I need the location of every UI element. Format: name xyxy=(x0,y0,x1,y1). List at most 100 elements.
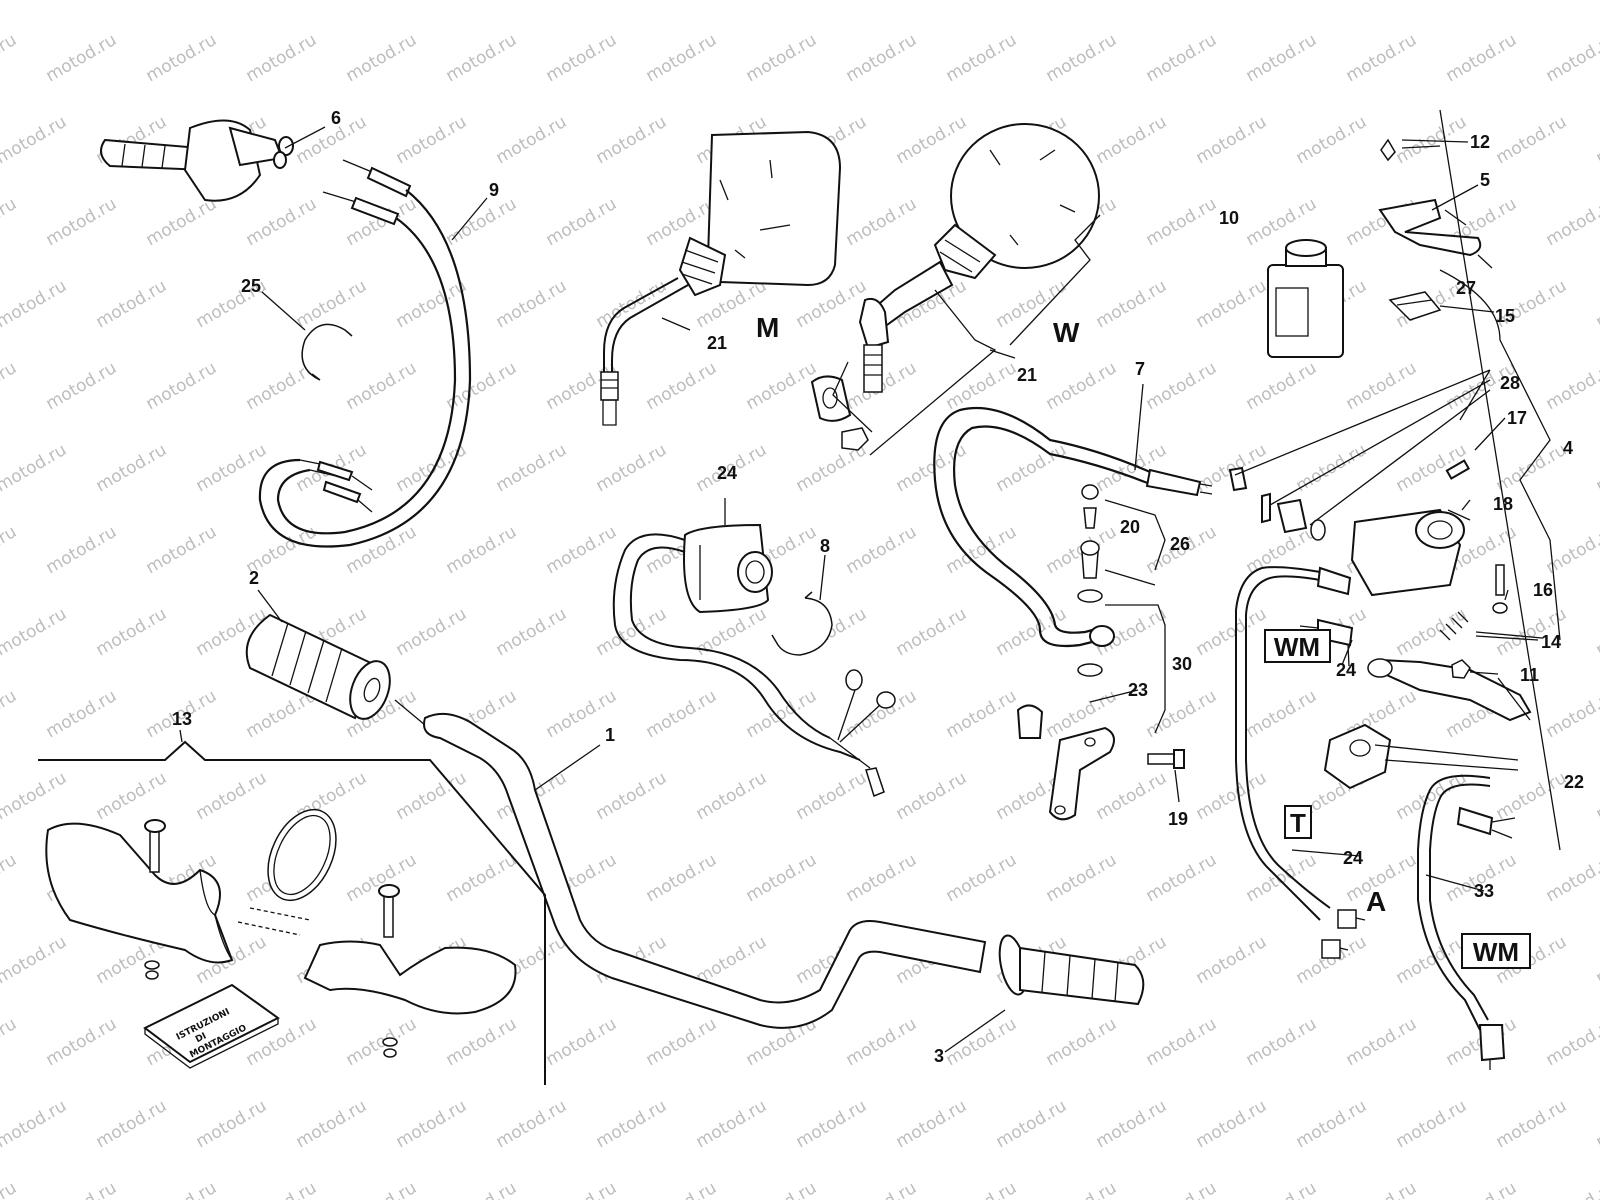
watermark-text: motod.ru xyxy=(143,30,221,86)
callout-26: 25 xyxy=(241,276,261,296)
boxed-label-wm-bottom: WM xyxy=(1461,933,1531,969)
watermark-text: motod.ru xyxy=(193,1096,271,1152)
watermark-text: motod.ru xyxy=(543,1014,621,1070)
watermark-text: motod.ru xyxy=(443,850,521,906)
watermark-text: motod.ru xyxy=(1193,768,1271,824)
watermark-text: motod.ru xyxy=(1593,604,1600,660)
watermark-text: motod.ru xyxy=(893,440,971,496)
watermark-text: motod.ru xyxy=(1593,440,1600,496)
callout-15: 15 xyxy=(1495,306,1515,326)
watermark-text: motod.ru xyxy=(843,30,921,86)
watermark-text: motod.ru xyxy=(1543,1014,1600,1070)
watermark-text: motod.ru xyxy=(0,30,20,86)
watermark-text: motod.ru xyxy=(0,604,70,660)
watermark-text: motod.ru xyxy=(43,30,121,86)
callout-6: 6 xyxy=(331,108,341,128)
throttle-grip-part-6 xyxy=(100,119,294,202)
watermark-text: motod.ru xyxy=(1093,1096,1171,1152)
watermark-text: motod.ru xyxy=(93,276,171,332)
watermark-text: motod.ru xyxy=(843,1178,921,1200)
watermark-text: motod.ru xyxy=(1593,768,1600,824)
callout-22: 22 xyxy=(1564,772,1584,792)
watermark-text: motod.ru xyxy=(1393,932,1471,988)
callout-18: 18 xyxy=(1493,494,1513,514)
watermark-text: motod.ru xyxy=(143,522,221,578)
watermark-text: motod.ru xyxy=(0,276,70,332)
watermark-text: motod.ru xyxy=(43,1014,121,1070)
watermark-text: motod.ru xyxy=(943,358,1021,414)
watermark-text: motod.ru xyxy=(1243,1014,1321,1070)
callout-21-w: 21 xyxy=(1017,365,1037,385)
callout-21-m: 21 xyxy=(707,333,727,353)
watermark-text: motod.ru xyxy=(1493,768,1571,824)
watermark-text: motod.ru xyxy=(993,604,1071,660)
throttle-cables-part-9 xyxy=(258,159,472,548)
callout-12: 12 xyxy=(1470,132,1490,152)
watermark-text: motod.ru xyxy=(1243,358,1321,414)
watermark-text: motod.ru xyxy=(1143,194,1221,250)
mirror-m-part-21 xyxy=(600,130,842,426)
watermark-text: motod.ru xyxy=(893,1096,971,1152)
left-grip-part-2 xyxy=(245,613,391,720)
watermark-text: motod.ru xyxy=(293,1096,371,1152)
callout-24-top: 24 xyxy=(1336,660,1356,680)
watermark-text: motod.ru xyxy=(1093,0,1171,4)
watermark-text: motod.ru xyxy=(1193,0,1271,4)
watermark-text: motod.ru xyxy=(1393,0,1471,4)
watermark-text: motod.ru xyxy=(893,112,971,168)
callout-16: 16 xyxy=(1533,580,1553,600)
watermark-text: motod.ru xyxy=(1143,686,1221,742)
watermark-text: motod.ru xyxy=(643,1178,721,1200)
callout-5: 5 xyxy=(1480,170,1490,190)
clamp-ring-part-26 xyxy=(301,323,353,381)
watermark-text: motod.ru xyxy=(0,850,20,906)
watermark-text: motod.ru xyxy=(43,522,121,578)
watermark-text: motod.ru xyxy=(1043,358,1121,414)
callout-25: 24 xyxy=(717,463,737,483)
callout-1: 1 xyxy=(605,725,615,745)
watermark-text: motod.ru xyxy=(0,768,70,824)
watermark-text: motod.ru xyxy=(93,1096,171,1152)
watermark-text: motod.ru xyxy=(1293,112,1371,168)
watermark-text: motod.ru xyxy=(393,1096,471,1152)
watermark-text: motod.ru xyxy=(743,358,821,414)
watermark-text: motod.ru xyxy=(343,30,421,86)
watermark-text: motod.ru xyxy=(443,1014,521,1070)
mirror-w-part-21 xyxy=(810,123,1101,456)
watermark-text: motod.ru xyxy=(1493,112,1571,168)
watermark-text: motod.ru xyxy=(443,194,521,250)
watermark-text: motod.ru xyxy=(143,1178,221,1200)
watermark-text: motod.ru xyxy=(1343,358,1421,414)
watermark-text: motod.ru xyxy=(643,358,721,414)
watermark-text: motod.ru xyxy=(1243,850,1321,906)
watermark-text: motod.ru xyxy=(1593,932,1600,988)
watermark-text: motod.ru xyxy=(1143,1014,1221,1070)
watermark-text: motod.ru xyxy=(0,112,70,168)
watermark-text: motod.ru xyxy=(243,194,321,250)
callout-13: 13 xyxy=(172,709,192,729)
callout-7: 7 xyxy=(1135,359,1145,379)
watermark-text: motod.ru xyxy=(943,686,1021,742)
watermark-text: motod.ru xyxy=(93,768,171,824)
watermark-text: motod.ru xyxy=(1143,30,1221,86)
watermark-text: motod.ru xyxy=(893,768,971,824)
watermark-text: motod.ru xyxy=(843,1014,921,1070)
watermark-text: motod.ru xyxy=(1193,932,1271,988)
switch-cable-part-33 xyxy=(1417,774,1516,1070)
watermark-text: motod.ru xyxy=(743,30,821,86)
watermark-text: motod.ru xyxy=(593,440,671,496)
watermark-text: motod.ru xyxy=(743,850,821,906)
watermark-text: motod.ru xyxy=(1593,0,1600,4)
watermark-text: motod.ru xyxy=(193,0,271,4)
watermark-text: motod.ru xyxy=(793,1096,871,1152)
watermark-text: motod.ru xyxy=(693,1096,771,1152)
watermark-text: motod.ru xyxy=(1093,112,1171,168)
watermark-text: motod.ru xyxy=(0,194,20,250)
watermark-text: motod.ru xyxy=(943,1178,1021,1200)
watermark-text: motod.ru xyxy=(1493,1096,1571,1152)
watermark-text: motod.ru xyxy=(943,1014,1021,1070)
watermark-text: motod.ru xyxy=(1543,850,1600,906)
callout-28: 27 xyxy=(1456,278,1476,298)
watermark-text: motod.ru xyxy=(643,1014,721,1070)
watermark-text: motod.ru xyxy=(493,112,571,168)
